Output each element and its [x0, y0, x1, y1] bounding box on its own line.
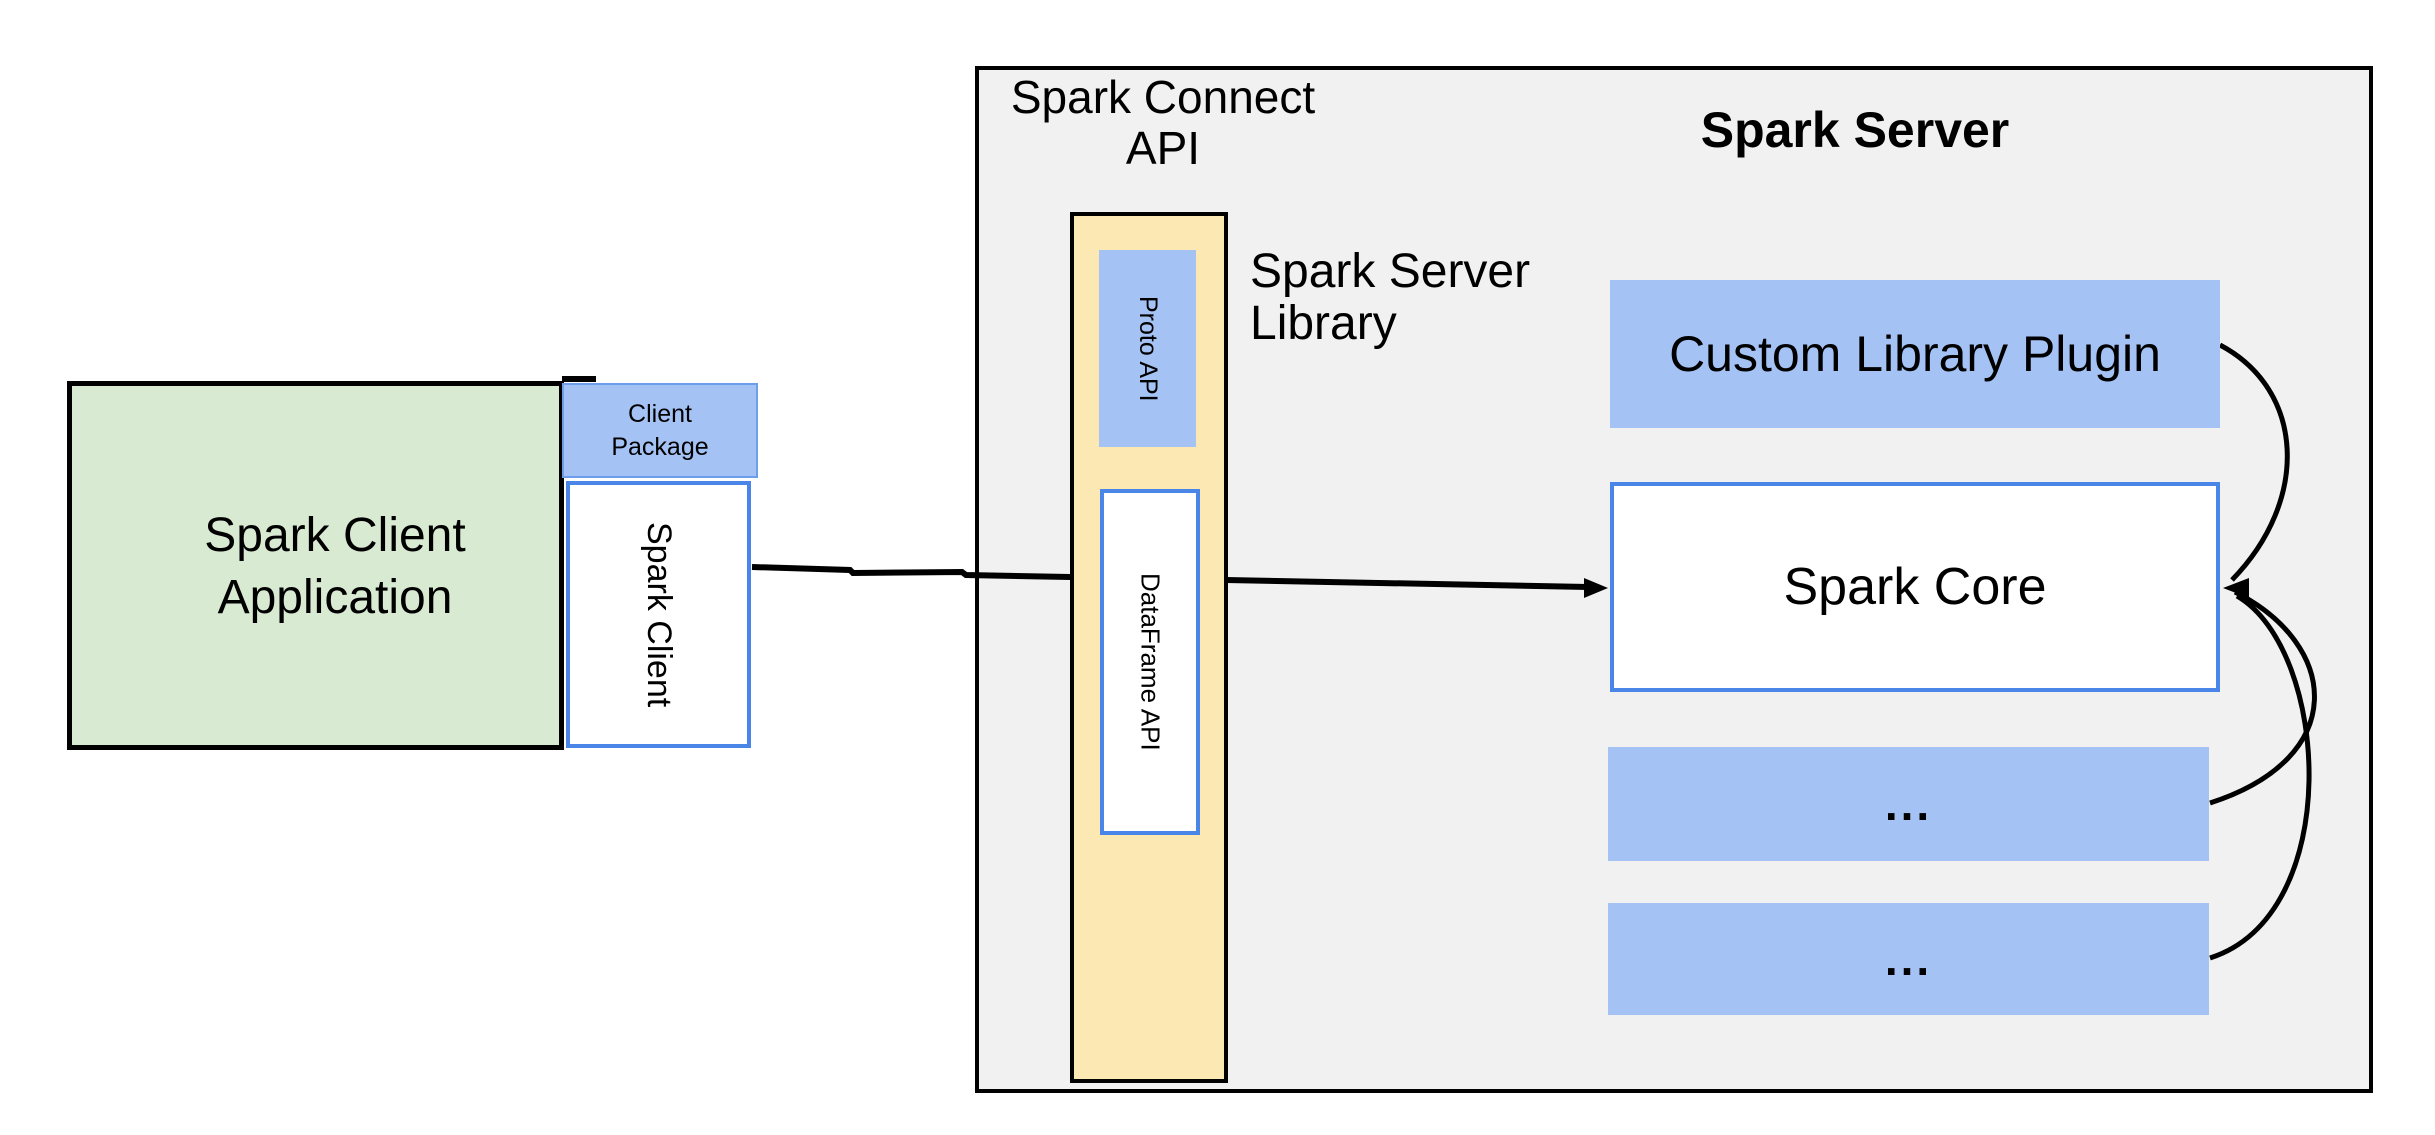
dataframe-api-box: DataFrame API — [1100, 489, 1200, 835]
spark-connect-api-title: Spark Connect API — [1008, 72, 1318, 174]
placeholder-library-2-label: ... — [1884, 933, 1933, 985]
spark-client-application-box — [67, 381, 564, 750]
spark-client-application-label: Spark Client Application — [90, 505, 580, 629]
spark-client-application-label-line1: Spark Client — [204, 509, 466, 562]
spark-server-library-label-line2: Library — [1250, 297, 1397, 350]
spark-client-application-label-line2: Application — [217, 571, 453, 624]
client-package-label: Client Package — [611, 398, 708, 464]
placeholder2-to-core-arc — [2209, 593, 2312, 961]
spark-connect-api-title-line2: API — [1125, 122, 1201, 174]
spark-client-box: Spark Client — [566, 481, 751, 748]
spark-server-library-label-line1: Spark Server — [1250, 245, 1531, 298]
client-package-label-line2: Package — [611, 432, 709, 461]
placeholder1-to-core-arc — [2209, 589, 2317, 806]
client-package-label-line1: Client — [628, 399, 692, 428]
spark-server-title: Spark Server — [1700, 102, 2010, 158]
plugin-to-core-arc — [2218, 342, 2290, 582]
spark-server-library-label: Spark Server Library — [1250, 246, 1610, 350]
dataframe-api-label: DataFrame API — [1135, 573, 1166, 751]
arcs-to-core-arrowhead — [2223, 578, 2249, 598]
custom-library-plugin-box: Custom Library Plugin — [1610, 280, 2220, 428]
client-package-box: Client Package — [562, 383, 758, 478]
placeholder-library-1-label: ... — [1884, 778, 1933, 830]
client-to-core-arrowhead — [1584, 578, 1608, 598]
placeholder-library-box-1: ... — [1608, 747, 2209, 861]
proto-api-box: Proto API — [1099, 250, 1196, 447]
spark-connect-api-title-line1: Spark Connect — [1010, 71, 1316, 123]
custom-library-plugin-label: Custom Library Plugin — [1669, 326, 2161, 382]
placeholder-library-box-2: ... — [1608, 903, 2209, 1015]
spark-client-label: Spark Client — [640, 521, 678, 708]
spark-core-box: Spark Core — [1610, 482, 2220, 692]
spark-core-label: Spark Core — [1783, 558, 2047, 616]
proto-api-label: Proto API — [1134, 295, 1162, 402]
